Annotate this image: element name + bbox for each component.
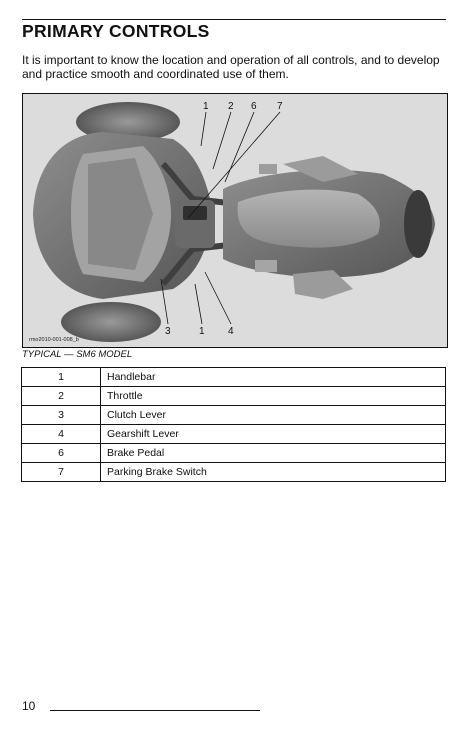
callout-7-top: 7 (277, 101, 283, 112)
vehicle-illustration: 1 2 6 7 3 1 4 rmo2010-001-008_b (22, 93, 448, 348)
legend-number: 6 (21, 443, 101, 463)
callout-1-top: 1 (203, 101, 209, 112)
callout-4-bottom: 4 (228, 326, 234, 337)
legend-label: Parking Brake Switch (100, 462, 446, 482)
legend-row: 2 Throttle (21, 386, 446, 406)
legend-number: 3 (21, 405, 101, 425)
page-number: 10 (22, 699, 36, 713)
legend-number: 7 (21, 462, 101, 482)
legend-number: 2 (21, 386, 101, 406)
callout-3-bottom: 3 (165, 326, 171, 337)
legend-row: 4 Gearshift Lever (21, 424, 446, 444)
callout-6-top: 6 (251, 101, 257, 112)
legend-number: 1 (21, 367, 101, 387)
legend-label: Brake Pedal (100, 443, 446, 463)
legend-row: 6 Brake Pedal (21, 443, 446, 463)
callout-1-bottom: 1 (199, 326, 205, 337)
intro-paragraph: It is important to know the location and… (22, 53, 440, 81)
page-title: PRIMARY CONTROLS (22, 21, 210, 41)
legend-number: 4 (21, 424, 101, 444)
image-code: rmo2010-001-008_b (29, 337, 79, 343)
vehicle-top-view-drawing: 1 2 6 7 3 1 4 rmo2010-001-008_b (23, 94, 447, 347)
callout-leader-lines (160, 111, 281, 325)
seat (237, 189, 380, 248)
legend-table: 1 Handlebar 2 Throttle 3 Clutch Lever 4 … (21, 367, 446, 482)
rear-tire (404, 190, 432, 258)
figure-caption: TYPICAL — SM6 MODEL (22, 349, 133, 360)
legend-row: 7 Parking Brake Switch (21, 462, 446, 482)
top-rule (22, 19, 446, 20)
callout-2-top: 2 (228, 101, 234, 112)
legend-label: Handlebar (100, 367, 446, 387)
legend-row: 1 Handlebar (21, 367, 446, 387)
legend-label: Throttle (100, 386, 446, 406)
footer-rule (50, 710, 260, 711)
front-tire-bottom (61, 302, 161, 342)
legend-label: Gearshift Lever (100, 424, 446, 444)
front-tire-top (76, 102, 180, 142)
legend-row: 3 Clutch Lever (21, 405, 446, 425)
legend-label: Clutch Lever (100, 405, 446, 425)
